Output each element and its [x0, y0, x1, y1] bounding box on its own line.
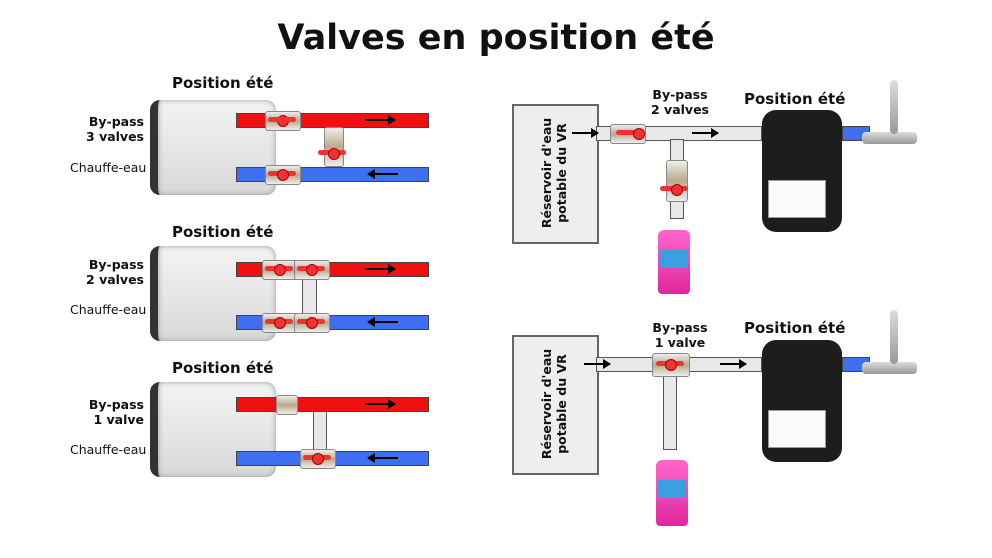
bypass-text: By-pass [88, 397, 144, 412]
faucet-spout [890, 80, 898, 134]
valve-handle-icon [665, 359, 677, 371]
faucet-image [862, 132, 917, 144]
flow-arrow-right-icon [365, 115, 396, 125]
valve-handle-icon [671, 184, 683, 196]
panel-title: Position été [172, 359, 274, 377]
flow-arrow-right-icon [365, 399, 396, 409]
flow-arrow-right-icon [584, 359, 611, 369]
valves-count: 3 valves [86, 129, 144, 144]
valve-handle-icon [277, 169, 289, 181]
valve-handle-icon [312, 453, 324, 465]
valves-count: 1 valve [654, 335, 706, 350]
pump-label [768, 410, 826, 448]
fresh-water-tank [512, 335, 599, 475]
bypass-text: By-pass [88, 114, 144, 129]
heater-label: Chauffe-eau [70, 302, 147, 317]
valve-handle-icon [633, 128, 645, 140]
faucet-spout [890, 310, 898, 364]
tank-label-line: potable du VR [554, 123, 569, 223]
flow-arrow-right-icon [572, 128, 599, 138]
heater-label: Chauffe-eau [70, 160, 147, 175]
valves-count: 1 valve [93, 412, 144, 427]
valve-handle-icon [274, 264, 286, 276]
flow-arrow-right-icon [720, 359, 747, 369]
valve-lever [616, 130, 644, 135]
pump-label [768, 180, 826, 218]
bypass-text: By-pass [652, 87, 708, 102]
panel-title: Position été [172, 223, 274, 241]
panel-title: Position été [172, 74, 274, 92]
valve-lever [268, 117, 296, 122]
bypass-text: By-pass [652, 320, 708, 335]
tank-label-line: Réservoir d'eau [539, 117, 554, 229]
valve-handle-icon [306, 264, 318, 276]
bypass-pipe [302, 274, 317, 318]
page-title: Valves en position été [277, 18, 715, 58]
bypass-valve[interactable] [324, 127, 344, 167]
panel-title: Position été [744, 90, 846, 108]
tank-label-line: potable du VR [554, 354, 569, 454]
valve-handle-icon [328, 148, 340, 160]
valves-count: 2 valves [86, 272, 144, 287]
bypass-text: By-pass [88, 257, 144, 272]
jug-label [658, 480, 686, 498]
flow-arrow-left-icon [367, 317, 398, 327]
bypass-pipe [663, 370, 677, 450]
bypass-pipe [313, 410, 327, 454]
valves-count: 2 valves [651, 102, 709, 117]
valve-handle-icon [306, 317, 318, 329]
heater-label: Chauffe-eau [70, 442, 147, 457]
faucet-image [862, 362, 917, 374]
flow-arrow-left-icon [367, 453, 398, 463]
flow-arrow-right-icon [365, 264, 396, 274]
panel-title: Position été [744, 319, 846, 337]
valve-handle-icon [274, 317, 286, 329]
flow-arrow-left-icon [367, 169, 398, 179]
tank-label-line: Réservoir d'eau [539, 348, 554, 460]
fresh-water-tank [512, 104, 599, 244]
jug-label [660, 250, 688, 268]
check-valve [276, 395, 298, 415]
flow-arrow-right-icon [692, 128, 719, 138]
